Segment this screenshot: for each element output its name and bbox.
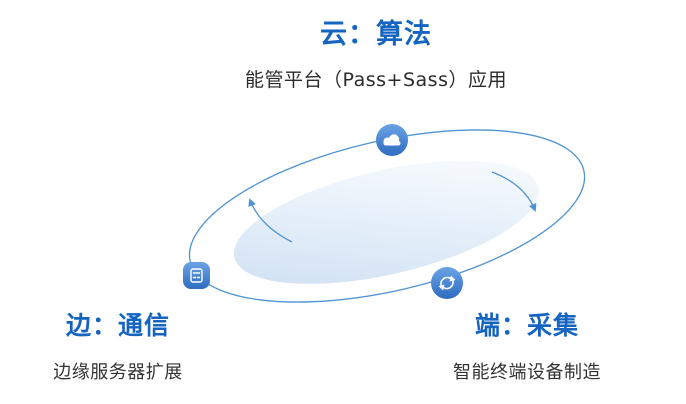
cloud-subtitle: 能管平台（Pass+Sass）应用 xyxy=(245,69,507,91)
flow-arrow-right-icon xyxy=(491,171,537,212)
edge-title: 边：通信 xyxy=(65,311,170,340)
flow-arrow-left-icon xyxy=(248,198,293,243)
edge-server-icon xyxy=(190,268,203,283)
edge-label-block: 边：通信 边缘服务器扩展 xyxy=(53,306,183,384)
orbit-ellipse xyxy=(188,129,586,303)
cloud-badge xyxy=(376,124,408,156)
device-subtitle: 智能终端设备制造 xyxy=(453,362,601,383)
cloud-label-block: 云：算法 能管平台（Pass+Sass）应用 xyxy=(245,12,507,92)
orbit-group xyxy=(188,129,586,303)
cloud-title: 云：算法 xyxy=(320,19,432,50)
device-badge xyxy=(431,267,463,299)
sync-icon xyxy=(438,275,456,291)
edge-badge xyxy=(183,262,210,289)
cloud-icon xyxy=(383,134,401,146)
device-label-block: 端：采集 智能终端设备制造 xyxy=(453,306,601,384)
device-title: 端：采集 xyxy=(474,311,579,340)
edge-subtitle: 边缘服务器扩展 xyxy=(53,362,183,383)
inner-disk xyxy=(233,160,539,284)
